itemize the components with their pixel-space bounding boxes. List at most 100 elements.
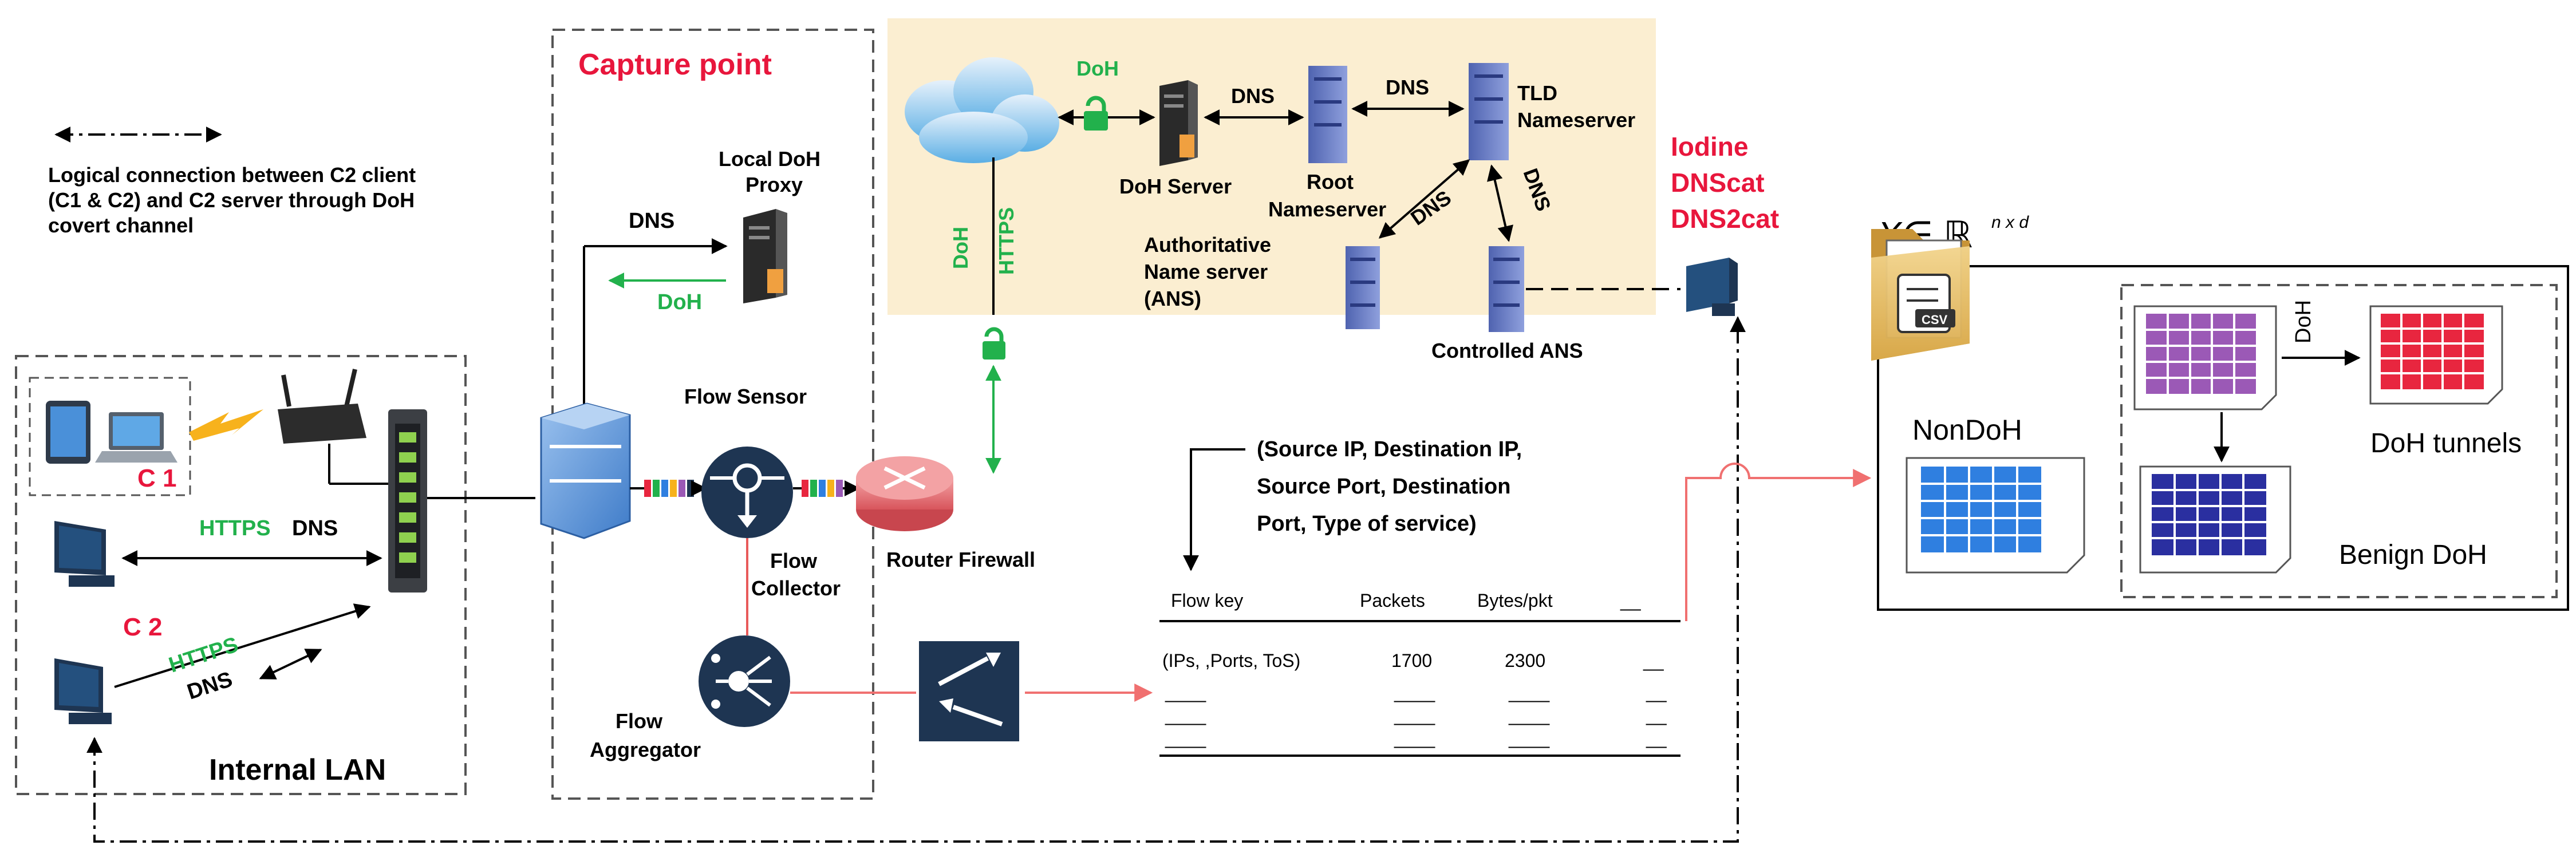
lan-switch-icon — [388, 409, 427, 593]
flow-table-blank: __ — [1646, 728, 1667, 748]
doh-group-border — [2120, 284, 2558, 598]
laptop-icon — [95, 412, 177, 463]
flow-sensor-icon — [701, 447, 793, 538]
tld-label-1: TLD — [1517, 81, 1557, 105]
proxy-dns-label: DNS — [629, 209, 674, 233]
export-arrows-icon — [919, 641, 1019, 741]
ans-label-1: Authoritative — [1144, 233, 1271, 256]
proxy-doh-label: DoH — [657, 290, 702, 314]
tool-dns2cat: DNS2cat — [1671, 204, 1779, 234]
flow-table-blank: __ — [1646, 705, 1667, 725]
doh-tunnels-table-icon — [2369, 305, 2503, 405]
dns-label-a: DNS — [1231, 84, 1275, 108]
flow-table-header-more: __ — [1620, 590, 1642, 611]
dns-label-2: DNS — [184, 667, 235, 705]
dataset-frame — [1877, 265, 2569, 611]
flow-table-header-bytes: Bytes/pkt — [1477, 590, 1553, 611]
flow-table: Flow key Packets Bytes/pkt __ (IPs, ,Por… — [1159, 590, 1680, 757]
c2-server-pc-icon — [1686, 258, 1738, 316]
capture-point-zone: Capture point Local DoH Proxy DNS DoH — [540, 29, 874, 800]
tool-iodine: Iodine — [1671, 132, 1748, 161]
csv-label: CSV — [1922, 313, 1948, 327]
https-label-1: HTTPS — [199, 516, 271, 540]
flow-collector-label-2: Collector — [751, 576, 841, 600]
c2-pc-icon — [54, 658, 112, 724]
wifi-router-icon — [278, 369, 366, 444]
doh-tunnels-label: DoH tunnels — [2370, 428, 2522, 459]
root-server-icon — [1308, 66, 1347, 163]
dns-hierarchy-zone: DoH DoH Server DNS Root Nameserver DNS — [887, 18, 1656, 362]
flow-table-row1-bytes: 2300 — [1505, 650, 1545, 671]
wireless-lightning-icon — [189, 409, 263, 441]
dataset-panel: X∈ ℝ n x d CSV NonDoH — [1871, 213, 2569, 611]
legend-line-1: Logical connection between C2 client — [48, 163, 416, 187]
flow-key-line-3: Port, Type of service) — [1257, 512, 1477, 536]
flow-sensor-label: Flow Sensor — [684, 385, 807, 408]
doh-table-icon — [2133, 305, 2277, 410]
tld-server-icon — [1469, 63, 1509, 160]
root-label-2: Nameserver — [1268, 198, 1386, 221]
flow-table-row1-packets: 1700 — [1391, 650, 1432, 671]
proxy-label-1: Local DoH — [719, 147, 820, 171]
proxy-label-2: Proxy — [745, 173, 803, 196]
doh-top-label: DoH — [1076, 57, 1119, 80]
lock-icon — [1084, 96, 1108, 131]
flow-table-blank: ____ — [1165, 728, 1206, 748]
router-firewall-label: Router Firewall — [886, 548, 1035, 571]
packet-stream-1 — [644, 480, 694, 497]
legend: Logical connection between C2 client (C1… — [48, 127, 416, 237]
csv-folder-icon — [1871, 229, 1970, 361]
dataset-math-sup: n x d — [1991, 213, 2029, 232]
https-vertical-label: HTTPS — [995, 207, 1018, 275]
legend-line-3: covert channel — [48, 214, 194, 237]
flow-table-row1-more: __ — [1643, 650, 1664, 671]
flow-key-description: (Source IP, Destination IP, Source Port,… — [1183, 437, 1522, 571]
legend-line-2: (C1 & C2) and C2 server through DoH — [48, 188, 415, 212]
flow-aggregator-label-2: Aggregator — [590, 738, 701, 761]
table-dataset-link — [1685, 463, 1872, 621]
lock-icon-2 — [983, 327, 1005, 360]
internet-cloud-icon — [905, 57, 1059, 163]
benign-doh-label: Benign DoH — [2339, 540, 2487, 570]
c2-tools-list: Iodine DNScat DNS2cat — [1671, 132, 1779, 234]
benign-doh-table-icon — [2139, 465, 2291, 574]
doh-arrow-label: DoH — [2291, 300, 2315, 343]
tld-controlled-link — [1487, 164, 1513, 242]
controlled-ans-label: Controlled ANS — [1431, 339, 1583, 362]
controlled-ans-server-icon — [1489, 246, 1524, 332]
doh-server-icon — [1159, 80, 1198, 166]
tld-ans-link — [1378, 159, 1470, 239]
flow-table-header-packets: Packets — [1360, 590, 1425, 611]
flow-aggregator-label-1: Flow — [616, 709, 663, 733]
flow-table-blank: ____ — [1508, 682, 1550, 702]
flow-table-blank: ____ — [1394, 728, 1435, 748]
ans-label-2: Name server — [1144, 260, 1268, 283]
flow-key-line-2: Source Port, Destination — [1257, 475, 1510, 499]
flow-table-blank: ____ — [1165, 705, 1206, 725]
tablet-icon — [46, 401, 90, 464]
internal-lan-zone: Internal LAN C 1 — [15, 355, 467, 795]
flow-table-blank: ____ — [1394, 682, 1435, 702]
c1-label: C 1 — [137, 464, 176, 492]
ans-label-3: (ANS) — [1144, 287, 1201, 310]
capture-point-label: Capture point — [578, 48, 772, 81]
flow-table-blank: ____ — [1508, 728, 1550, 748]
flow-table-blank: __ — [1646, 682, 1667, 702]
https-label-2: HTTPS — [166, 633, 241, 677]
flow-key-line-1: (Source IP, Destination IP, — [1257, 437, 1522, 461]
nondoh-table-icon — [1906, 457, 2085, 574]
flow-collector-label-1: Flow — [770, 549, 818, 572]
flow-table-blank: ____ — [1165, 682, 1206, 702]
core-switch-icon — [540, 402, 631, 539]
tool-dnscat: DNScat — [1671, 168, 1765, 198]
packet-stream-2 — [802, 480, 843, 497]
flow-table-blank: ____ — [1508, 705, 1550, 725]
proxy-server-icon — [743, 209, 787, 303]
pc-icon — [54, 521, 115, 587]
doh-server-label: DoH Server — [1119, 175, 1232, 198]
flow-aggregator-icon — [699, 635, 790, 727]
dns-label-1: DNS — [292, 516, 338, 540]
c2-short-link — [259, 649, 322, 680]
